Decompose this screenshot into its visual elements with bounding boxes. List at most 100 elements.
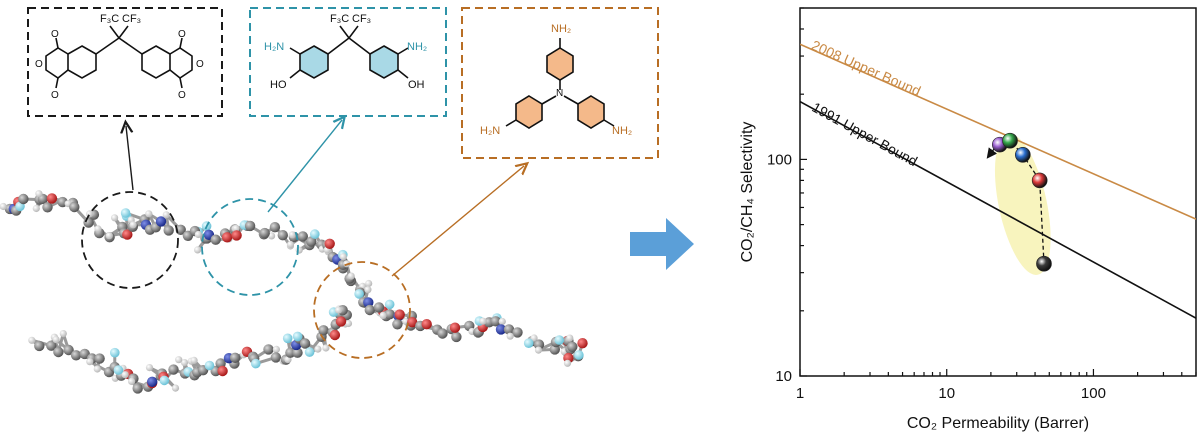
atom-c: [168, 364, 179, 375]
box1-oxygen-ring-right: O: [196, 59, 204, 70]
atom-c: [46, 340, 57, 351]
polymer-3d-model: [0, 190, 588, 394]
structure-box-diamine-diol: F₃C CF₃ H₂N NH₂ HO OH: [249, 7, 447, 117]
box2-cf3-right: CF₃: [352, 13, 371, 25]
atom-h: [272, 345, 280, 353]
atom-c: [297, 231, 308, 242]
atom-c: [392, 319, 403, 330]
atom-h: [534, 346, 543, 354]
atom-c: [263, 344, 274, 355]
atom-c: [53, 346, 64, 358]
atom-o: [231, 230, 242, 241]
atom-o: [335, 316, 347, 327]
atom-f: [384, 299, 395, 310]
atom-h: [506, 332, 514, 340]
box2-ho-left: HO: [270, 79, 287, 91]
box2-cf3-left: F₃C: [330, 13, 349, 25]
atom-c: [42, 202, 53, 213]
atom-f: [354, 289, 364, 299]
atom-f: [110, 347, 120, 358]
atom-f: [120, 208, 131, 218]
atom-h: [145, 364, 154, 372]
x-tick-label: 1: [796, 385, 804, 402]
atom-c: [318, 325, 329, 336]
atom-h: [35, 190, 43, 198]
atom-h: [145, 210, 153, 218]
atom-c: [69, 201, 80, 213]
atom-h: [335, 306, 343, 314]
atom-c: [277, 230, 288, 241]
atom-c: [269, 222, 281, 233]
atom-o: [329, 329, 341, 341]
atom-h: [52, 336, 60, 344]
highlight-ellipse: [994, 133, 1051, 275]
atom-o: [407, 317, 418, 328]
atom-c: [292, 347, 303, 358]
atom-h: [314, 345, 322, 353]
atom-o: [221, 232, 233, 243]
atom-h: [479, 317, 487, 325]
atom-f: [304, 347, 315, 357]
atom-c: [437, 328, 448, 339]
box1-oxygen-top-right: O: [178, 29, 186, 40]
box1-cf3-left: F₃C: [100, 13, 119, 25]
x-tick-label: 100: [1081, 385, 1106, 402]
atom-c: [299, 338, 311, 349]
data-point: [1031, 172, 1048, 189]
atom-h: [530, 334, 538, 342]
atom-h: [286, 240, 295, 249]
atom-h: [105, 232, 113, 240]
atom-h: [121, 371, 129, 379]
atom-c: [270, 352, 282, 363]
atom-h: [111, 214, 119, 222]
atom-h: [171, 384, 180, 392]
atom-h: [59, 330, 67, 338]
structure-box-triamine: NH₂ N H₂N NH₂: [461, 7, 659, 159]
box1-cf3-right: CF₃: [122, 13, 141, 25]
atom-o: [46, 193, 58, 204]
y-tick-label: 100: [767, 151, 792, 168]
atom-f: [251, 358, 261, 369]
atom-o: [217, 365, 228, 377]
atom-o: [421, 319, 432, 330]
atom-f: [310, 229, 320, 239]
y-axis-label: CO₂/CH₄ Selectivity: [739, 122, 756, 263]
atom-h: [86, 358, 94, 366]
box3-nh2-left: H₂N: [480, 125, 500, 137]
highlight-circle-teal: [201, 198, 299, 296]
data-point: [1015, 147, 1031, 163]
atom-c: [18, 193, 29, 205]
highlight-circle-black: [81, 191, 179, 289]
atom-h: [322, 344, 330, 352]
atom-f: [282, 333, 293, 344]
atom-f: [292, 331, 303, 342]
x-tick-label: 10: [938, 385, 955, 402]
box1-oxygen-top-left: O: [51, 29, 59, 40]
process-arrow-icon: [630, 218, 694, 270]
atom-c: [503, 324, 515, 335]
atom-f: [574, 350, 584, 360]
atom-c: [490, 316, 501, 327]
box1-oxygen-ring-left: O: [35, 59, 43, 70]
y-tick-label: 10: [775, 368, 792, 385]
atom-c: [34, 340, 45, 352]
data-point: [1036, 255, 1052, 272]
upper-bound-line: [800, 43, 1196, 220]
atom-o: [449, 322, 461, 333]
atom-h: [162, 211, 170, 219]
box2-nh2-left: H₂N: [264, 41, 284, 53]
atom-h: [339, 253, 347, 261]
x-axis-label: CO₂ Permeability (Barrer): [907, 415, 1089, 432]
atom-h: [190, 356, 198, 364]
atom-h: [365, 279, 373, 288]
atom-h: [129, 221, 137, 229]
box3-nh2-top: NH₂: [551, 23, 571, 35]
atom-c: [512, 327, 523, 338]
atom-h: [295, 246, 303, 254]
atom-c: [70, 350, 82, 361]
atom-c: [229, 352, 241, 363]
atom-c: [364, 304, 375, 316]
atom-h: [288, 231, 296, 239]
